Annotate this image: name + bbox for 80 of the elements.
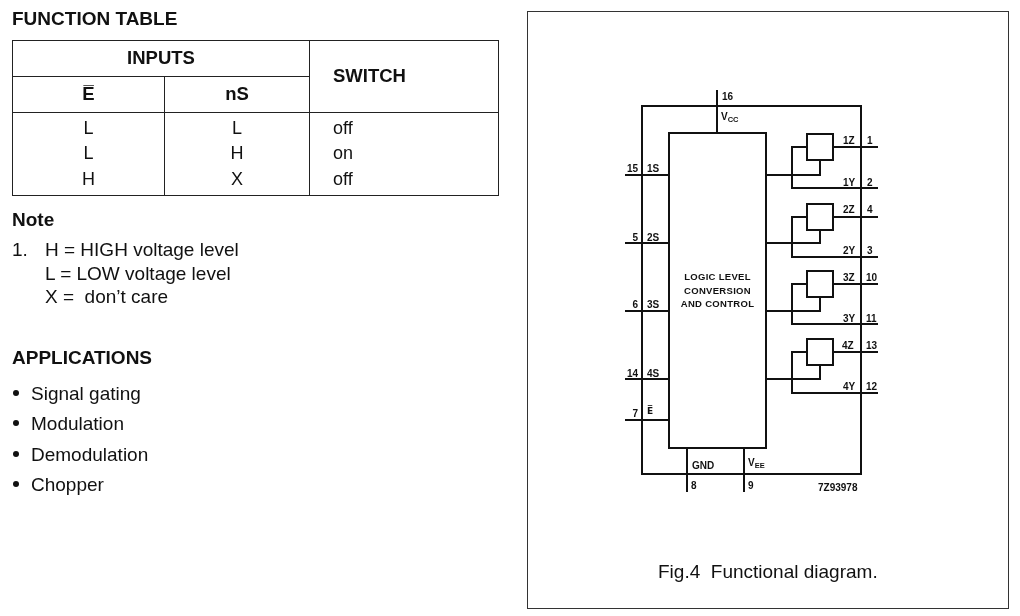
pin-number: 8 bbox=[691, 481, 697, 491]
pin-number: 14 bbox=[626, 368, 638, 379]
pin-name: 4Z bbox=[842, 341, 854, 351]
pin-number: 15 bbox=[626, 163, 638, 174]
pin-number: 4 bbox=[867, 204, 873, 215]
wire bbox=[743, 448, 745, 493]
wire bbox=[791, 351, 879, 394]
wire bbox=[716, 89, 718, 133]
pin-number: 1 bbox=[867, 135, 873, 146]
pin-name: GND bbox=[692, 461, 715, 471]
pin-name: 4S bbox=[647, 368, 660, 379]
pin-number: 13 bbox=[866, 341, 878, 351]
wire bbox=[833, 146, 879, 148]
wire bbox=[624, 310, 669, 312]
note-text: X = don’t care bbox=[45, 286, 169, 308]
drawing-code: 7Z93978 bbox=[818, 482, 858, 493]
table-header-cell: INPUTS bbox=[12, 40, 310, 77]
switch-box bbox=[806, 338, 834, 366]
pin-number: 5 bbox=[632, 232, 638, 243]
table-cell: L bbox=[12, 142, 165, 163]
pin-name: 4Y bbox=[843, 382, 856, 392]
wire bbox=[833, 283, 879, 285]
table-header-cell: E̅ bbox=[12, 76, 165, 113]
table-cell: L bbox=[12, 112, 165, 143]
wire bbox=[791, 216, 879, 258]
pin-name: 2Z bbox=[843, 204, 855, 215]
wire bbox=[833, 351, 879, 353]
pin-name: E̅ bbox=[647, 405, 654, 418]
pin-number: 6 bbox=[632, 300, 638, 310]
pin-number: 7 bbox=[632, 408, 638, 419]
switch-box bbox=[806, 270, 834, 298]
wire bbox=[833, 216, 879, 218]
table-cell: X bbox=[164, 162, 310, 196]
pin-number: 10 bbox=[866, 272, 878, 283]
pin-name: 2Y bbox=[843, 245, 856, 256]
wire bbox=[624, 242, 669, 244]
section-heading: APPLICATIONS bbox=[12, 347, 153, 369]
table-header-cell: SWITCH bbox=[309, 40, 499, 113]
table-cell: H bbox=[12, 162, 165, 196]
switch-box bbox=[806, 133, 834, 161]
list-item: Modulation bbox=[31, 413, 124, 435]
wire bbox=[624, 174, 669, 176]
switch-box bbox=[806, 203, 834, 231]
pin-name: 3S bbox=[647, 300, 660, 310]
pin-name: V$_{EE}$ bbox=[748, 457, 765, 468]
note-text: L = LOW voltage level bbox=[45, 263, 231, 285]
block-label: LOGIC LEVEL CONVERSION AND CONTROL bbox=[679, 270, 756, 311]
section-heading: Note bbox=[12, 209, 55, 231]
note-number: 1. bbox=[12, 239, 28, 261]
pin-number: 3 bbox=[867, 245, 873, 256]
wire bbox=[766, 297, 821, 312]
wire bbox=[766, 365, 821, 380]
note-text: H = HIGH voltage level bbox=[45, 239, 239, 261]
pin-name: 3Z bbox=[843, 272, 855, 283]
logic-block bbox=[668, 132, 767, 449]
wire bbox=[624, 419, 669, 421]
table-cell: off bbox=[309, 162, 499, 196]
wire bbox=[624, 378, 669, 380]
table-cell: on bbox=[309, 142, 499, 163]
pin-number: 16 bbox=[722, 91, 734, 102]
list-item: Demodulation bbox=[31, 444, 149, 466]
wire bbox=[686, 448, 688, 493]
pin-name: 2S bbox=[647, 232, 660, 243]
pin-name: V$_{CC}$ bbox=[721, 112, 739, 122]
pin-number: 2 bbox=[867, 177, 873, 188]
figure-caption: Fig.4 Functional diagram. bbox=[658, 561, 878, 583]
pin-number: 12 bbox=[866, 382, 878, 392]
pin-name: 3Y bbox=[843, 313, 856, 324]
pin-name: 1S bbox=[647, 163, 660, 174]
list-item: Signal gating bbox=[31, 383, 141, 405]
table-cell: H bbox=[164, 142, 310, 163]
wire bbox=[766, 230, 821, 244]
wire bbox=[791, 283, 879, 325]
pin-number: 11 bbox=[866, 313, 877, 324]
pin-name: 1Y bbox=[843, 177, 856, 188]
pin-number: 9 bbox=[748, 481, 754, 491]
wire bbox=[791, 146, 879, 189]
pin-name: 1Z bbox=[843, 135, 855, 146]
list-item: Chopper bbox=[31, 474, 104, 496]
table-heading: FUNCTION TABLE bbox=[12, 8, 178, 30]
